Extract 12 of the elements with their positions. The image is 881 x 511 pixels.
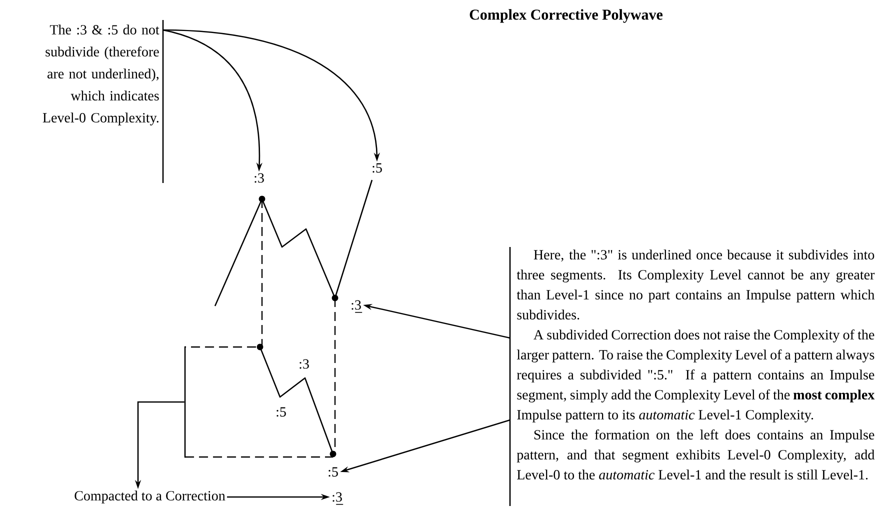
wave-label: :5 [372,163,382,173]
caption-text: Compacted to a Correction [74,490,226,504]
note-text: The :3 & :5 do not subdivide (therefore are not underlined), which indicates Level-0 Complexity. [42,24,160,126]
wave-label: :3 [254,173,264,183]
explanation-text: Here, the ":3" is underlined once because it subdivides into three segments. Its Complexity Level cannot be any greater than Level-1 since no part contains an Impulse pattern which subdivides. A subdivided Correction does not raise the Complexity of the larger pattern. To raise the Complexity Level of a pattern always requires a subdivided ":5." If a pattern contains an Impulse segment, simply add the Complexity Level of the most complex Impulse pattern to its automatic Level-1 Complexity. Since the formation on the left does contains an Impulse pattern, and that segment exhibits Level-0 Complexity, add Level-0 to the automatic Level-1 and the result is still Level-1. [516,250,875,480]
wave-label: :3 [352,300,361,310]
wave-label: :3 [332,492,342,502]
title: Complex Corrective Polywave [470,9,663,23]
wave-label: :5 [276,407,286,417]
bracket-line [184,346,186,458]
wave-label: :3 [300,359,309,369]
wave-label: :5 [328,467,338,477]
